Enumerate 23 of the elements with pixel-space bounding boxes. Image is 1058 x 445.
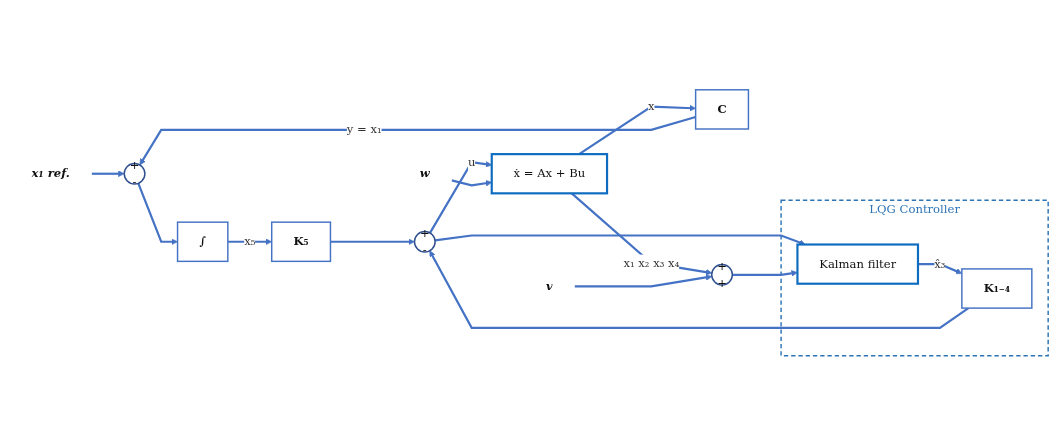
arrow xyxy=(574,273,713,288)
node-box: ẋ = Ax + Bu xyxy=(490,152,609,195)
node-box: C xyxy=(694,88,750,130)
node-text: w xyxy=(419,166,430,180)
arrow xyxy=(91,170,125,177)
node-box: K₁₋₄ xyxy=(961,267,1033,309)
arrow xyxy=(139,115,696,165)
arrow xyxy=(137,182,178,245)
node-box: K₅ xyxy=(271,221,332,262)
arrow xyxy=(330,238,415,245)
node-text: x₁ ref. xyxy=(31,166,70,180)
node-text: v xyxy=(546,278,553,293)
node-box: Kalman filter xyxy=(796,243,920,285)
arrow xyxy=(429,250,970,329)
edge-label: x₁ x₂ x₃ x₄ xyxy=(623,255,680,270)
arrow xyxy=(434,234,806,246)
arrow xyxy=(732,269,798,277)
edge-label: x xyxy=(648,99,655,113)
edge-label: x̂₃ xyxy=(934,256,946,271)
edge-label: y = x₁ xyxy=(346,122,382,137)
edge-label: u xyxy=(467,154,476,169)
edge-label: x₅ xyxy=(244,234,256,249)
node-box: ∫ xyxy=(176,221,229,262)
